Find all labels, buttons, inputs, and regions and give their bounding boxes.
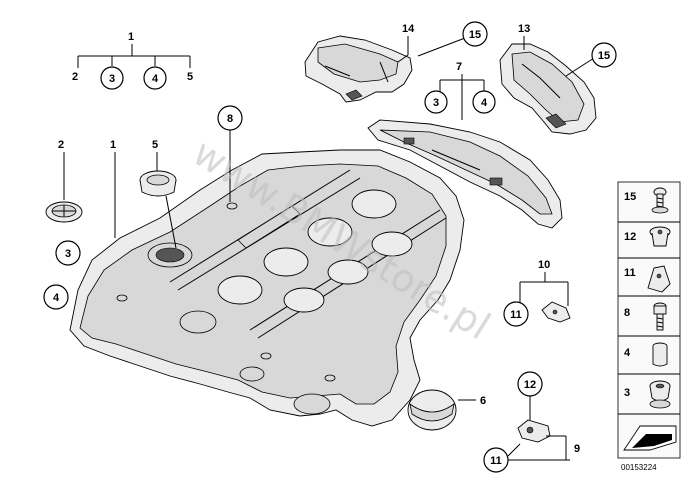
legend-row-8[interactable]: 8 bbox=[624, 302, 667, 331]
callout-11-a: 11 bbox=[510, 309, 522, 321]
callout-11-a-circle[interactable] bbox=[503, 301, 529, 327]
callout-14[interactable]: 14 bbox=[402, 23, 415, 35]
legend-panel: 15 12 11 8 bbox=[617, 181, 681, 459]
legend-row-11[interactable]: 11 bbox=[624, 265, 671, 293]
callout-9[interactable]: 9 bbox=[574, 443, 580, 455]
callout-3-left-circle[interactable] bbox=[55, 240, 81, 266]
callout-5-top[interactable]: 5 bbox=[187, 71, 193, 83]
group-callout-1: 1 2 3 4 5 bbox=[72, 31, 193, 90]
part-2-emblem bbox=[45, 201, 83, 223]
callout-3-left: 3 bbox=[65, 248, 71, 260]
callout-5-left[interactable]: 5 bbox=[152, 139, 158, 151]
part-7-side-rail bbox=[367, 119, 563, 229]
part-5-grommet bbox=[139, 170, 177, 197]
callout-13[interactable]: 13 bbox=[518, 23, 530, 35]
callout-3-top-circle[interactable] bbox=[100, 66, 124, 90]
callout-3-mid-circle[interactable] bbox=[424, 90, 448, 114]
part-13-cover-section bbox=[499, 43, 597, 135]
legend-label-11: 11 bbox=[624, 267, 636, 279]
legend-row-12[interactable]: 12 bbox=[624, 226, 671, 247]
part-10-clip bbox=[541, 301, 571, 323]
callout-1-top[interactable]: 1 bbox=[128, 31, 134, 43]
part-14-cover-section bbox=[304, 35, 413, 103]
callout-4-top: 4 bbox=[152, 73, 159, 85]
callout-15-a-circle[interactable] bbox=[462, 21, 488, 47]
legend-label-8: 8 bbox=[624, 307, 630, 319]
callout-4-left: 4 bbox=[53, 292, 60, 304]
rubber-mount-3-icon bbox=[649, 380, 671, 409]
legend-label-3: 3 bbox=[624, 387, 630, 399]
callout-4-top-circle[interactable] bbox=[143, 66, 167, 90]
callout-4-left-circle[interactable] bbox=[43, 284, 69, 310]
part-6-cap bbox=[407, 389, 457, 431]
legend-row-3[interactable]: 3 bbox=[624, 380, 671, 409]
legend-label-15: 15 bbox=[624, 191, 636, 203]
spacer-4-icon bbox=[652, 342, 668, 367]
callout-10[interactable]: 10 bbox=[538, 259, 550, 271]
callout-4-mid: 4 bbox=[481, 97, 488, 109]
callout-15-b: 15 bbox=[598, 50, 610, 62]
callout-3-top: 3 bbox=[109, 73, 115, 85]
callout-15-a: 15 bbox=[469, 29, 481, 41]
callout-7[interactable]: 7 bbox=[456, 61, 462, 73]
part-1-engine-cover bbox=[69, 149, 465, 427]
callout-11-b: 11 bbox=[490, 455, 502, 467]
callout-6[interactable]: 6 bbox=[480, 395, 486, 407]
callout-3-mid: 3 bbox=[433, 97, 439, 109]
legend-label-4: 4 bbox=[624, 347, 631, 359]
callout-12: 12 bbox=[524, 379, 536, 391]
bolt-8-icon bbox=[653, 302, 667, 331]
callout-4-mid-circle[interactable] bbox=[472, 90, 496, 114]
speed-nut-11-icon bbox=[647, 265, 671, 293]
legend-label-12: 12 bbox=[624, 231, 636, 243]
callout-8: 8 bbox=[227, 113, 233, 125]
legend-row-4[interactable]: 4 bbox=[624, 342, 668, 367]
legend-row-15[interactable]: 15 bbox=[624, 187, 669, 214]
clip-nut-12-icon bbox=[649, 226, 671, 247]
callout-2-top[interactable]: 2 bbox=[72, 71, 78, 83]
callout-15-b-circle[interactable] bbox=[591, 42, 617, 68]
screw-15-icon bbox=[651, 187, 669, 214]
direction-arrow-icon bbox=[623, 425, 677, 451]
callout-11-b-circle[interactable] bbox=[483, 447, 509, 473]
callout-1-left[interactable]: 1 bbox=[110, 139, 116, 151]
drawing-code: 00153224 bbox=[621, 463, 657, 472]
part-9-bracket bbox=[517, 419, 551, 443]
callout-2-left[interactable]: 2 bbox=[58, 139, 64, 151]
